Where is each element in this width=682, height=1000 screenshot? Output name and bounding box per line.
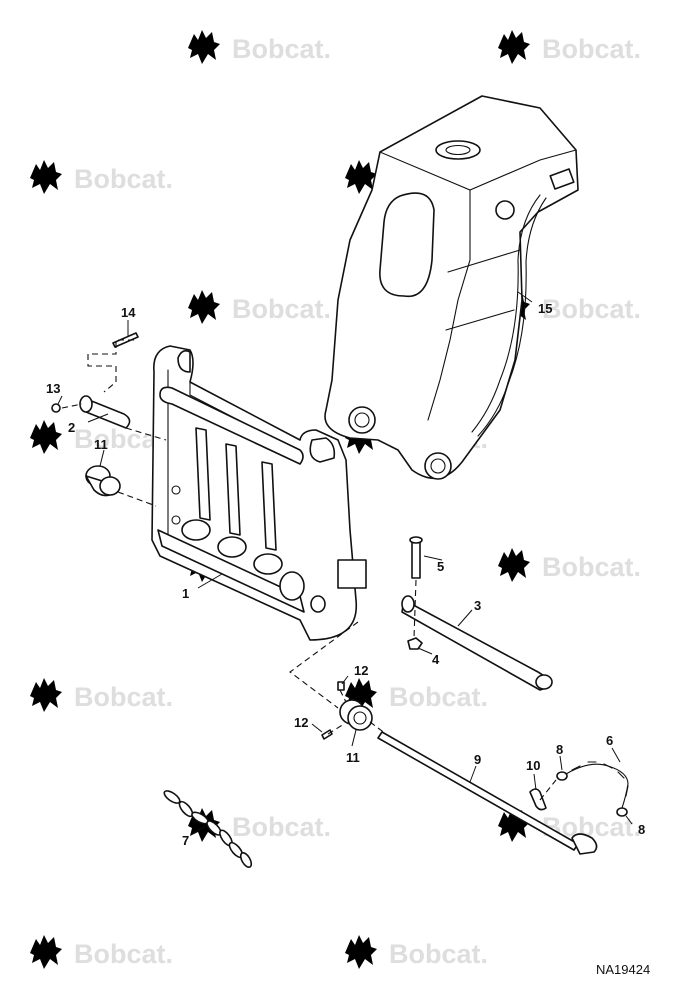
callout-15: 15 xyxy=(538,301,552,316)
svg-text:Bobcat.: Bobcat. xyxy=(74,682,173,712)
long-bolt-part xyxy=(409,536,423,579)
callout-13: 13 xyxy=(46,381,60,396)
clip-part xyxy=(529,788,547,811)
boom-arm-part xyxy=(324,95,579,480)
callout-14: 14 xyxy=(121,305,136,320)
watermark: Bobcat. xyxy=(498,548,641,582)
callout-2: 2 xyxy=(68,420,75,435)
svg-text:Bobcat.: Bobcat. xyxy=(542,552,641,582)
svg-text:Bobcat.: Bobcat. xyxy=(389,939,488,969)
svg-text:Bobcat.: Bobcat. xyxy=(232,34,331,64)
figure-reference: NA19424 xyxy=(596,962,650,977)
callout-3: 3 xyxy=(474,598,481,613)
rod-part xyxy=(377,731,598,855)
callout-11: 11 xyxy=(94,437,108,452)
callout-12: 12 xyxy=(294,715,308,730)
callout-8: 8 xyxy=(638,822,645,837)
svg-text:Bobcat.: Bobcat. xyxy=(74,939,173,969)
watermark: Bobcat. xyxy=(498,30,641,64)
watermark: Bobcat. xyxy=(188,30,331,64)
callout-6: 6 xyxy=(606,733,613,748)
svg-text:Bobcat.: Bobcat. xyxy=(542,294,641,324)
chain-part xyxy=(163,790,253,869)
callout-11: 11 xyxy=(346,750,360,765)
svg-text:Bobcat.: Bobcat. xyxy=(389,682,488,712)
callouts: 1 2 3 4 5 6 7 8 8 9 10 11 11 12 12 13 14… xyxy=(46,301,645,848)
ring-part xyxy=(556,771,568,781)
callout-1: 1 xyxy=(182,586,189,601)
watermark: Bobcat. xyxy=(345,678,488,712)
attachment-frame-part xyxy=(151,345,367,641)
callout-4: 4 xyxy=(432,652,440,667)
watermark: Bobcat. xyxy=(30,935,173,969)
callout-5: 5 xyxy=(437,559,444,574)
callout-9: 9 xyxy=(474,752,481,767)
callout-12: 12 xyxy=(354,663,368,678)
nut-part xyxy=(407,637,423,650)
small-chain-part xyxy=(565,761,629,809)
svg-text:Bobcat.: Bobcat. xyxy=(74,164,173,194)
bushing-part xyxy=(339,699,373,731)
bolt-part xyxy=(112,332,139,348)
nut-part xyxy=(51,403,61,413)
callout-10: 10 xyxy=(526,758,540,773)
watermark: Bobcat. xyxy=(498,290,641,324)
shaft-part xyxy=(401,595,553,691)
watermark: Bobcat. xyxy=(345,935,488,969)
svg-text:Bobcat.: Bobcat. xyxy=(232,294,331,324)
assembly-lines xyxy=(61,339,557,801)
bushing-part xyxy=(85,465,121,497)
watermark: Bobcat. xyxy=(30,160,173,194)
leader-lines xyxy=(57,291,633,835)
ring-part xyxy=(616,807,628,817)
callout-8: 8 xyxy=(556,742,563,757)
svg-text:Bobcat.: Bobcat. xyxy=(542,34,641,64)
watermark: Bobcat. xyxy=(188,808,331,842)
callout-7: 7 xyxy=(182,833,189,848)
watermark: Bobcat. xyxy=(30,678,173,712)
svg-text:Bobcat.: Bobcat. xyxy=(232,812,331,842)
watermark: Bobcat. xyxy=(188,290,331,324)
